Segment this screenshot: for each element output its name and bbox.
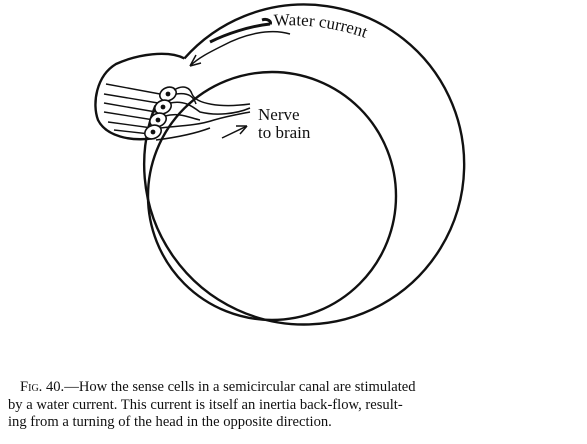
figure-number: Fig. 40. xyxy=(20,379,65,395)
to-brain-label: to brain xyxy=(258,123,311,142)
nerve-arrow xyxy=(221,125,248,139)
canal-outer-wall xyxy=(142,3,466,326)
arrow-icon xyxy=(236,125,248,135)
nerve-fibers xyxy=(155,86,251,141)
water-current-label: Water current xyxy=(273,10,370,42)
ampulla xyxy=(94,52,185,141)
sense-hairs xyxy=(103,83,161,135)
arrow-icon xyxy=(189,54,202,67)
sense-cells xyxy=(144,86,177,140)
caption-line: ing from a turning of the head in the op… xyxy=(8,414,332,430)
figure-caption: Fig. 40.—How the sense cells in a semici… xyxy=(8,379,580,432)
caption-text: —How the sense cells in a semicircular c… xyxy=(64,379,416,395)
semicircular-canal-diagram: Water current Nerve to brain xyxy=(94,3,466,326)
sense-cell-nuclei xyxy=(150,91,171,135)
nerve-label: Nerve xyxy=(258,105,300,124)
caption-line: by a water current. This current is itse… xyxy=(8,396,403,413)
caption-line: Fig. 40.—How the sense cells in a semici… xyxy=(8,379,580,397)
canal-inner-wall xyxy=(146,70,398,322)
water-current-arrow xyxy=(189,18,291,67)
